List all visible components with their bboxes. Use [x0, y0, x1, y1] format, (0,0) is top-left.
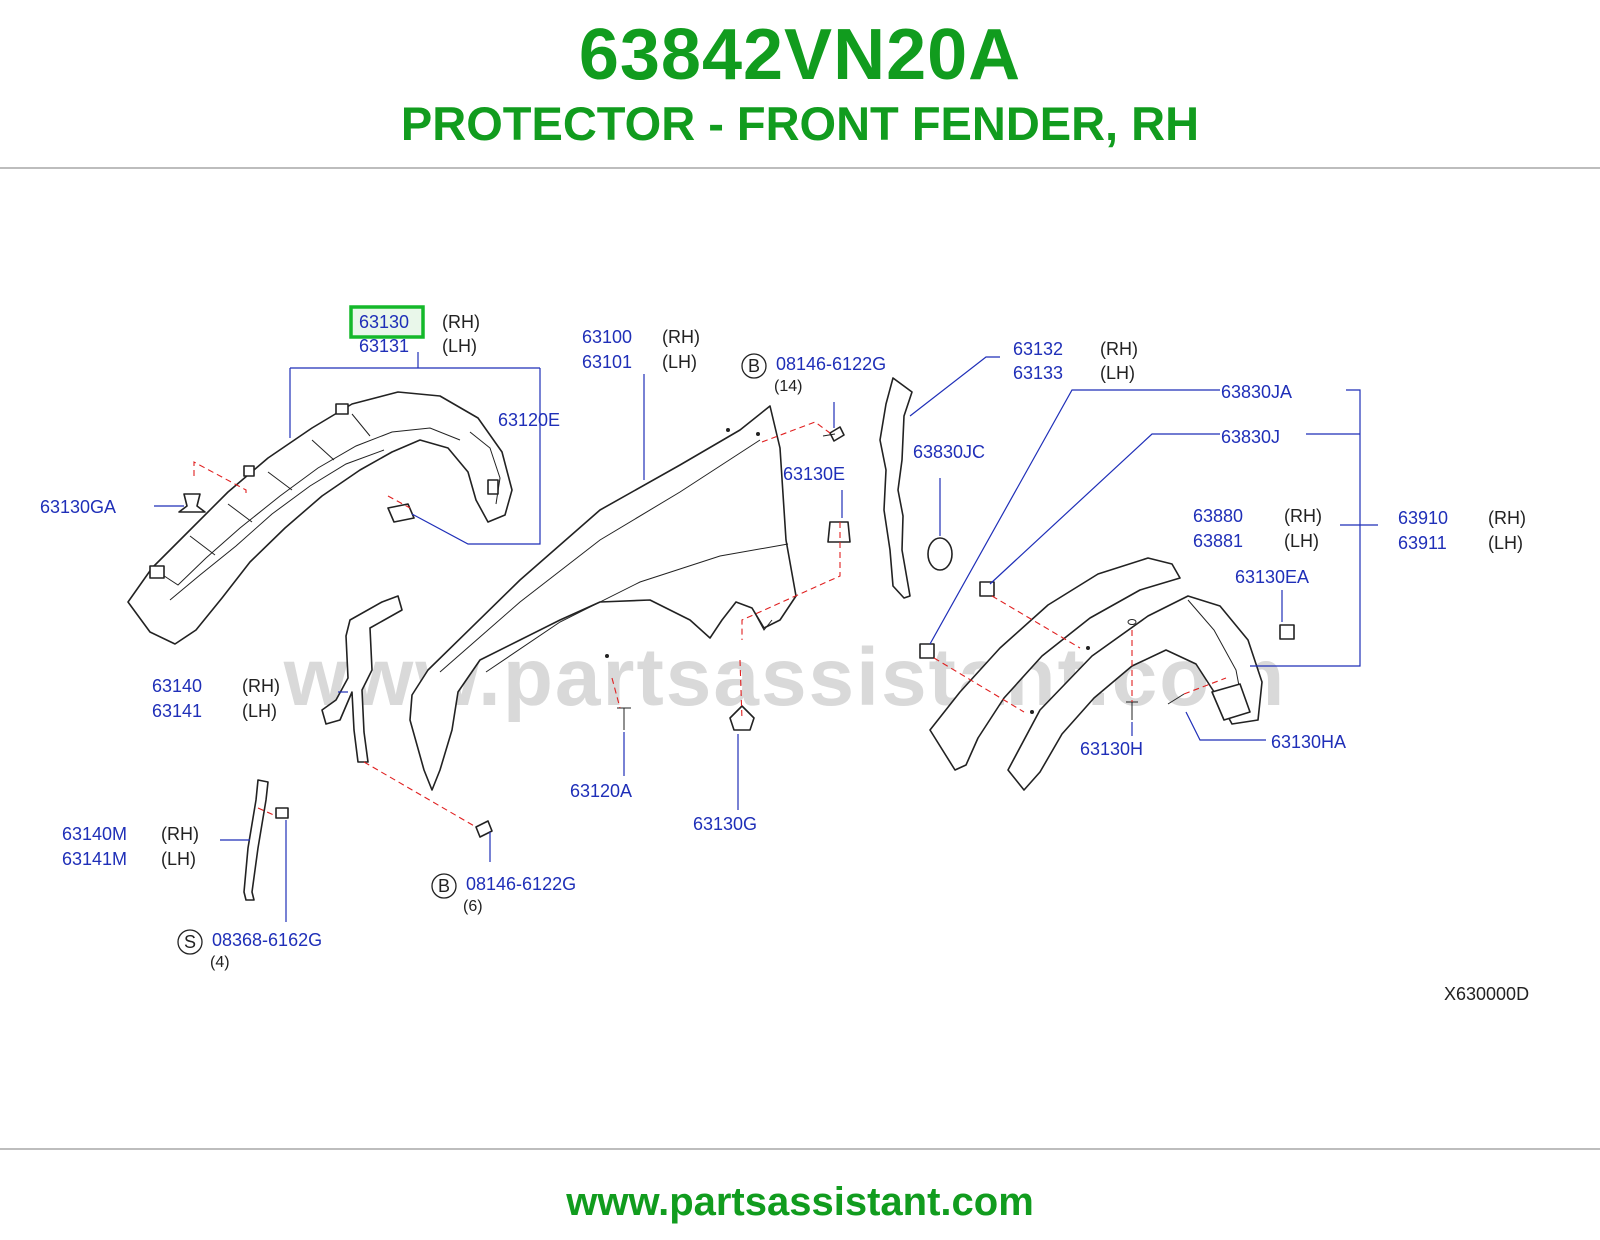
fender-protector-drawing: [127, 391, 513, 645]
label-08146-6122G-bottom[interactable]: 08146-6122G: [466, 874, 576, 894]
highlight-box: [349, 305, 425, 339]
diagram-code: X630000D: [1444, 984, 1529, 1004]
label-63130E[interactable]: 63130E: [783, 464, 845, 484]
bolt-b-symbol-circle-bottom: [431, 873, 457, 899]
label-63120A[interactable]: 63120A: [570, 781, 632, 801]
label-63120E[interactable]: 63120E: [498, 410, 560, 430]
label-08146-6122G-top[interactable]: 08146-6122G: [776, 354, 886, 374]
label-63130[interactable]: 63130: [359, 312, 409, 332]
label-63830JC[interactable]: 63830JC: [913, 442, 985, 462]
label-63880[interactable]: 63880: [1193, 506, 1243, 526]
label-08146-6122G-top-qty: (14): [774, 378, 802, 395]
part-name-subtitle: PROTECTOR - FRONT FENDER, RH: [400, 97, 1200, 150]
label-63130GA[interactable]: 63130GA: [40, 497, 116, 517]
label-63141M[interactable]: 63141M: [62, 849, 127, 869]
label-63911[interactable]: 63911: [1398, 533, 1447, 553]
label-63130-side: (RH): [442, 312, 480, 332]
fender-seal-drawing: [879, 377, 913, 599]
label-63130H[interactable]: 63130H: [1080, 739, 1143, 759]
label-63140M[interactable]: 63140M: [62, 824, 127, 844]
label-63100[interactable]: 63100: [582, 327, 632, 347]
label-63131[interactable]: 63131: [359, 336, 409, 356]
bolt-b-symbol-bottom: B: [438, 876, 450, 896]
label-63881[interactable]: 63881: [1193, 531, 1243, 551]
front-fender-drawing: [409, 405, 797, 791]
label-63130EA[interactable]: 63130EA: [1235, 567, 1309, 587]
label-63911-side: (LH): [1488, 533, 1523, 553]
header-divider: [0, 167, 1600, 169]
label-63830J[interactable]: 63830J: [1221, 427, 1280, 447]
label-63141-side: (LH): [242, 701, 277, 721]
label-63910-side: (RH): [1488, 508, 1526, 528]
fender-bracket-drawing: [321, 595, 403, 763]
label-63880-side: (RH): [1284, 506, 1322, 526]
label-63101-side: (LH): [662, 352, 697, 372]
wheel-arch-moulding-drawing: [929, 557, 1263, 791]
label-63881-side: (LH): [1284, 531, 1319, 551]
label-08368-6162G-qty: (4): [210, 954, 230, 971]
label-63141M-side: (LH): [161, 849, 196, 869]
alignment-lines: [193, 421, 1227, 828]
label-08368-6162G[interactable]: 08368-6162G: [212, 930, 322, 950]
label-63100-side: (RH): [662, 327, 700, 347]
label-63140-side: (RH): [242, 676, 280, 696]
bolt-b-symbol-circle: [741, 353, 767, 379]
parts-diagram: www.partsassistant.com: [40, 305, 1529, 1004]
label-63130G[interactable]: 63130G: [693, 814, 757, 834]
label-08146-6122G-bottom-qty: (6): [463, 898, 483, 915]
bolt-b-symbol: B: [748, 356, 760, 376]
screw-s-symbol-circle: [177, 929, 203, 955]
label-63140M-side: (RH): [161, 824, 199, 844]
label-63131-side: (LH): [442, 336, 477, 356]
label-63140[interactable]: 63140: [152, 676, 202, 696]
label-63133[interactable]: 63133: [1013, 363, 1063, 383]
label-63830JA[interactable]: 63830JA: [1221, 382, 1292, 402]
label-63132[interactable]: 63132: [1013, 339, 1063, 359]
label-63132-side: (RH): [1100, 339, 1138, 359]
part-number-title: 63842VN20A: [578, 15, 1022, 95]
label-63130HA[interactable]: 63130HA: [1271, 732, 1346, 752]
leader-lines: [154, 352, 1378, 922]
fasteners: [178, 426, 1295, 838]
label-63141[interactable]: 63141: [152, 701, 202, 721]
label-63101[interactable]: 63101: [582, 352, 632, 372]
label-63133-side: (LH): [1100, 363, 1135, 383]
footer-url[interactable]: www.partsassistant.com: [566, 1180, 1034, 1224]
screw-s-symbol: S: [184, 932, 196, 952]
footer-divider: [0, 1148, 1600, 1150]
label-63910[interactable]: 63910: [1398, 508, 1448, 528]
